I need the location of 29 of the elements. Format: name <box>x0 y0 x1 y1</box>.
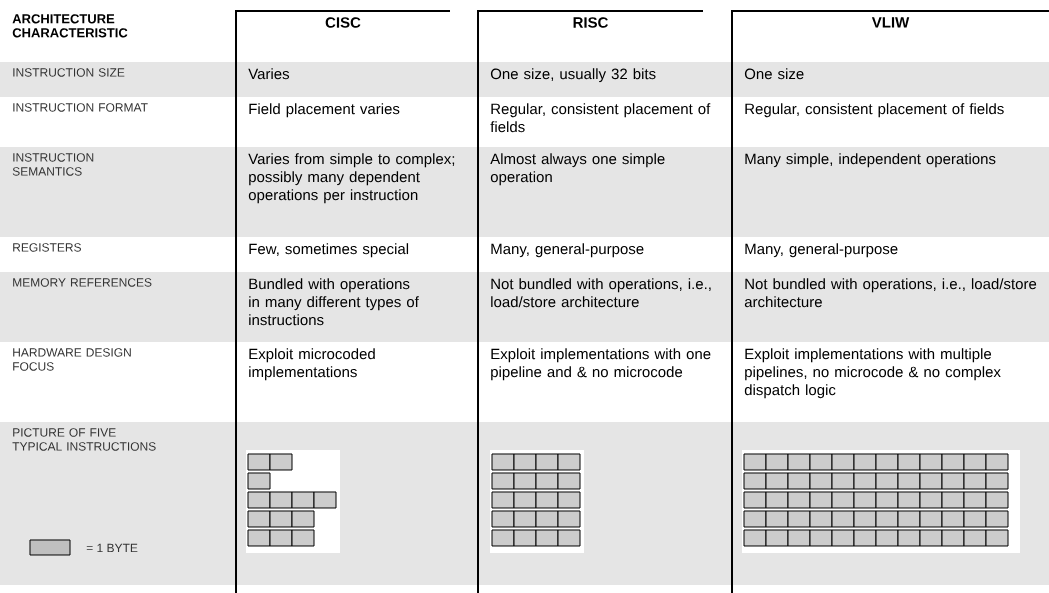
column-header: CISC <box>235 10 451 61</box>
column-header: ARCHITECTURE CHARACTERISTIC <box>12 14 128 38</box>
table-cell: Not bundled with operations, i.e., load/store architecture <box>478 272 732 342</box>
table-cell: REGISTERS <box>13 243 81 252</box>
table-cell: Many simple, independent operations <box>732 147 1049 237</box>
table-cell: Not bundled with operations, i.e., load/store architecture <box>732 272 1049 342</box>
table-cell: Many, general-purpose <box>745 243 898 258</box>
table-cell: One size, usually 32 bits <box>478 62 732 97</box>
table-cell: INSTRUCTION SEMANTICS <box>0 147 236 237</box>
table-cell: Exploit implementations with multiple pipelines, no microcode & no complex dispatch logic <box>744 348 1001 399</box>
table-cell: INSTRUCTION FORMAT <box>13 103 148 112</box>
table-cell: Bundled with operations in many different types of instructions <box>236 272 478 342</box>
table-cell: INSTRUCTION SIZE <box>0 62 236 97</box>
table-cell: One size <box>732 62 1049 97</box>
table-cell: Exploit implementations with one pipeline and & no microcode <box>491 348 711 381</box>
table-cell: Almost always one simple operation <box>478 147 732 237</box>
table-cell: Regular, consistent placement of fields <box>490 103 711 133</box>
table-cell: HARDWARE DESIGN FOCUS <box>13 348 131 371</box>
column-header: VLIW <box>731 10 1049 61</box>
table-cell: Varies from simple to complex; possibly many dependent operations per instruction <box>236 147 478 237</box>
column-header: RISC <box>477 10 704 61</box>
table-cell: Field placement varies <box>249 103 400 118</box>
table-cell: Varies <box>236 62 478 97</box>
table-cell: Many, general-purpose <box>491 243 644 258</box>
table-cell: Regular, consistent placement of fields <box>745 103 1004 118</box>
table-cell: Few, sometimes special <box>249 243 409 258</box>
legend-text: = 1 BYTE <box>86 543 138 553</box>
table-cell: MEMORY REFERENCES <box>0 272 236 342</box>
table-cell: Exploit microcoded implementations <box>249 348 375 381</box>
